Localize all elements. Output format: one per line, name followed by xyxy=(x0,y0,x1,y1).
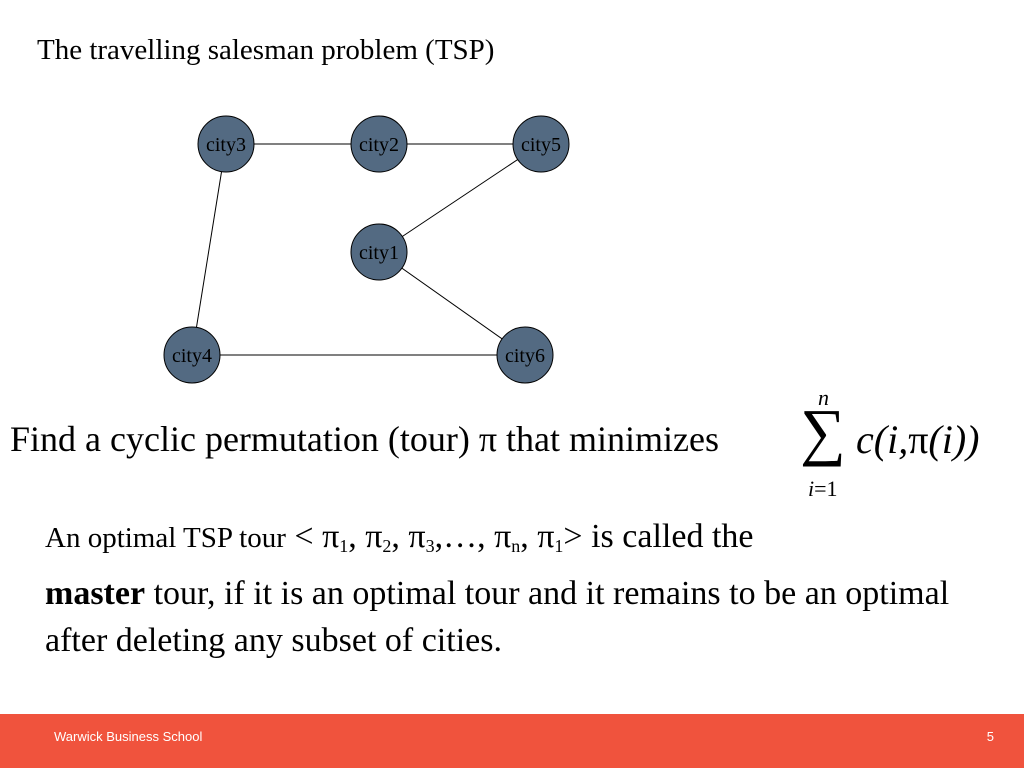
summation-sign: ∑ xyxy=(800,396,846,467)
sum-index-start: =1 xyxy=(814,476,838,501)
sum-lower-limit: i=1 xyxy=(808,476,838,502)
paragraph-lead: An optimal TSP tour xyxy=(45,522,286,554)
tuple-close: > is called the xyxy=(563,518,754,555)
node-circle-city5 xyxy=(512,115,570,173)
node-label-city4: city4 xyxy=(172,345,212,367)
subscript-2: 2 xyxy=(382,536,392,556)
node-city5: city5 xyxy=(512,115,570,173)
master-tour-definition: An optimal TSP tour < π1, π2, π3,…, πn, … xyxy=(45,513,975,664)
sum-index-var: i xyxy=(808,476,815,501)
node-circle-city2 xyxy=(350,115,408,173)
master-keyword: master xyxy=(45,575,146,612)
subscript-3: 3 xyxy=(425,536,435,556)
node-city4: city4 xyxy=(163,326,221,384)
tuple-open: < π xyxy=(285,518,340,555)
page-number: 5 xyxy=(986,729,994,744)
subscript-1: 1 xyxy=(339,536,349,556)
node-city1: city1 xyxy=(350,223,408,281)
edge-city5-city1 xyxy=(378,143,542,253)
node-label-city1: city1 xyxy=(359,242,399,264)
edge-city1-city6 xyxy=(378,251,526,356)
node-circle-city4 xyxy=(163,326,221,384)
sum-expression-pi: π xyxy=(908,417,929,462)
node-city3: city3 xyxy=(197,115,255,173)
node-city2: city2 xyxy=(350,115,408,173)
footer-bar: Warwick Business School 5 xyxy=(0,714,1024,768)
node-city6: city6 xyxy=(496,326,554,384)
node-circle-city6 xyxy=(496,326,554,384)
node-circle-city3 xyxy=(197,115,255,173)
tuple-sep-2: , π xyxy=(348,518,383,555)
sum-upper-limit: n xyxy=(818,385,829,410)
subscript-n: n xyxy=(511,536,521,556)
sum-expression: c(i,π(i)) xyxy=(856,416,979,463)
node-label-city6: city6 xyxy=(505,345,545,367)
node-label-city5: city5 xyxy=(521,134,561,156)
node-circle-city1 xyxy=(350,223,408,281)
slide-title: The travelling salesman problem (TSP) xyxy=(37,34,495,66)
edge-city4-city3 xyxy=(191,143,227,356)
tuple-sep-5: , π xyxy=(520,518,555,555)
subscript-1b: 1 xyxy=(554,536,564,556)
objective-text: Find a cyclic permutation (tour) π that … xyxy=(10,419,719,459)
node-label-city3: city3 xyxy=(206,134,246,156)
tuple-sep-4: ,…, π xyxy=(434,518,512,555)
node-label-city2: city2 xyxy=(359,134,399,156)
sum-expression-part1: c(i, xyxy=(856,417,909,462)
sum-expression-part2: (i)) xyxy=(928,417,980,462)
paragraph-rest: tour, if it is an optimal tour and it re… xyxy=(45,575,950,659)
tuple-sep-3: , π xyxy=(391,518,426,555)
footer-school-name: Warwick Business School xyxy=(54,729,203,744)
